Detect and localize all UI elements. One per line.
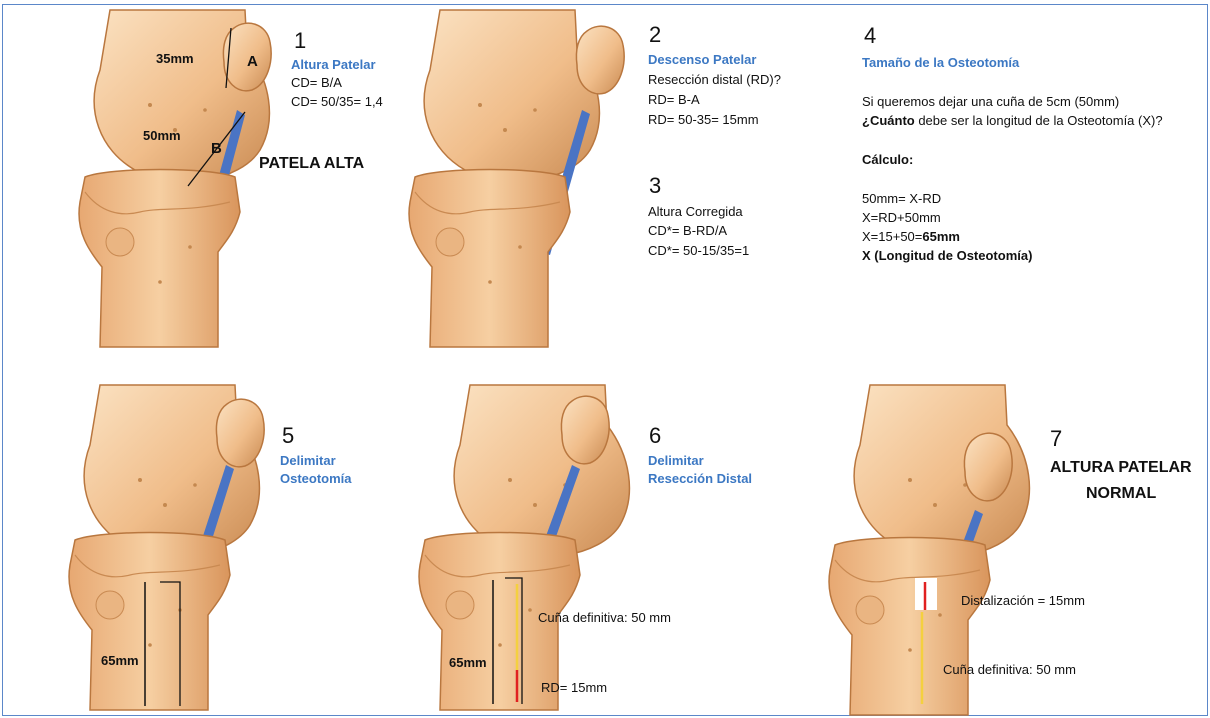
panel3-line3: CD*= 50-15/35=1 (648, 243, 749, 260)
panel4-eq2: X=RD+50mm (862, 210, 941, 227)
panel4-eq3: X=15+50=65mm (862, 229, 960, 246)
panel7-heading-line2: NORMAL (1086, 484, 1156, 505)
dim-35-label: 35mm (156, 51, 194, 66)
panel4-eq3-bold: 65mm (922, 229, 960, 244)
panel6-number: 6 (649, 423, 661, 449)
panel6-wedge-label: Cuña definitiva: 50 mm (538, 610, 671, 627)
panel2-knee (409, 10, 624, 347)
panel7-number: 7 (1050, 426, 1062, 452)
panel1-heading: PATELA ALTA (259, 154, 364, 175)
panel6-title-line1: Delimitar (648, 453, 704, 470)
panel5-title-line2: Osteotomía (280, 471, 352, 488)
panel4-title: Tamaño de la Osteotomía (862, 55, 1019, 72)
panel6-dim-label: 65mm (449, 655, 487, 670)
panel5-number: 5 (282, 423, 294, 449)
panel4-line2-rest: debe ser la longitud de la Osteotomía (X… (915, 113, 1163, 128)
panel3-line2: CD*= B-RD/A (648, 223, 727, 240)
panel2-line2: RD= B-A (648, 92, 700, 109)
panel6-rd-label: RD= 15mm (541, 680, 607, 697)
panel5-title-line1: Delimitar (280, 453, 336, 470)
panel1-line2: CD= 50/35= 1,4 (291, 94, 383, 111)
panel3-line1: Altura Corregida (648, 204, 743, 221)
label-b: B (211, 140, 222, 157)
panel4-line2-bold: ¿Cuánto (862, 113, 915, 128)
panel2-number: 2 (649, 22, 661, 48)
panel5-knee (69, 385, 264, 710)
panel4-eq4: X (Longitud de Osteotomía) (862, 248, 1032, 265)
panel4-eq3-plain: X=15+50= (862, 229, 922, 244)
panel4-number: 4 (864, 23, 876, 49)
panel6-title-line2: Resección Distal (648, 471, 752, 488)
label-a: A (247, 53, 258, 70)
panel2-line3: RD= 50-35= 15mm (648, 112, 759, 129)
panel5-dim-label: 65mm (101, 653, 139, 668)
panel7-distal-label: Distalización = 15mm (961, 593, 1085, 610)
panel1-number: 1 (294, 28, 306, 54)
panel4-calc-label: Cálculo: (862, 152, 913, 169)
panel4-eq1: 50mm= X-RD (862, 191, 941, 208)
panel2-line1: Resección distal (RD)? (648, 72, 781, 89)
panel1-line1: CD= B/A (291, 75, 342, 92)
panel3-number: 3 (649, 173, 661, 199)
panel4-line2: ¿Cuánto debe ser la longitud de la Osteo… (862, 113, 1163, 130)
panel7-wedge-label: Cuña definitiva: 50 mm (943, 662, 1076, 679)
panel4-line1: Si queremos dejar una cuña de 5cm (50mm) (862, 94, 1119, 111)
panel7-heading-line1: ALTURA PATELAR (1050, 458, 1192, 479)
dim-50-label: 50mm (143, 128, 181, 143)
panel1-title: Altura Patelar (291, 57, 376, 74)
panel2-title: Descenso Patelar (648, 52, 756, 69)
